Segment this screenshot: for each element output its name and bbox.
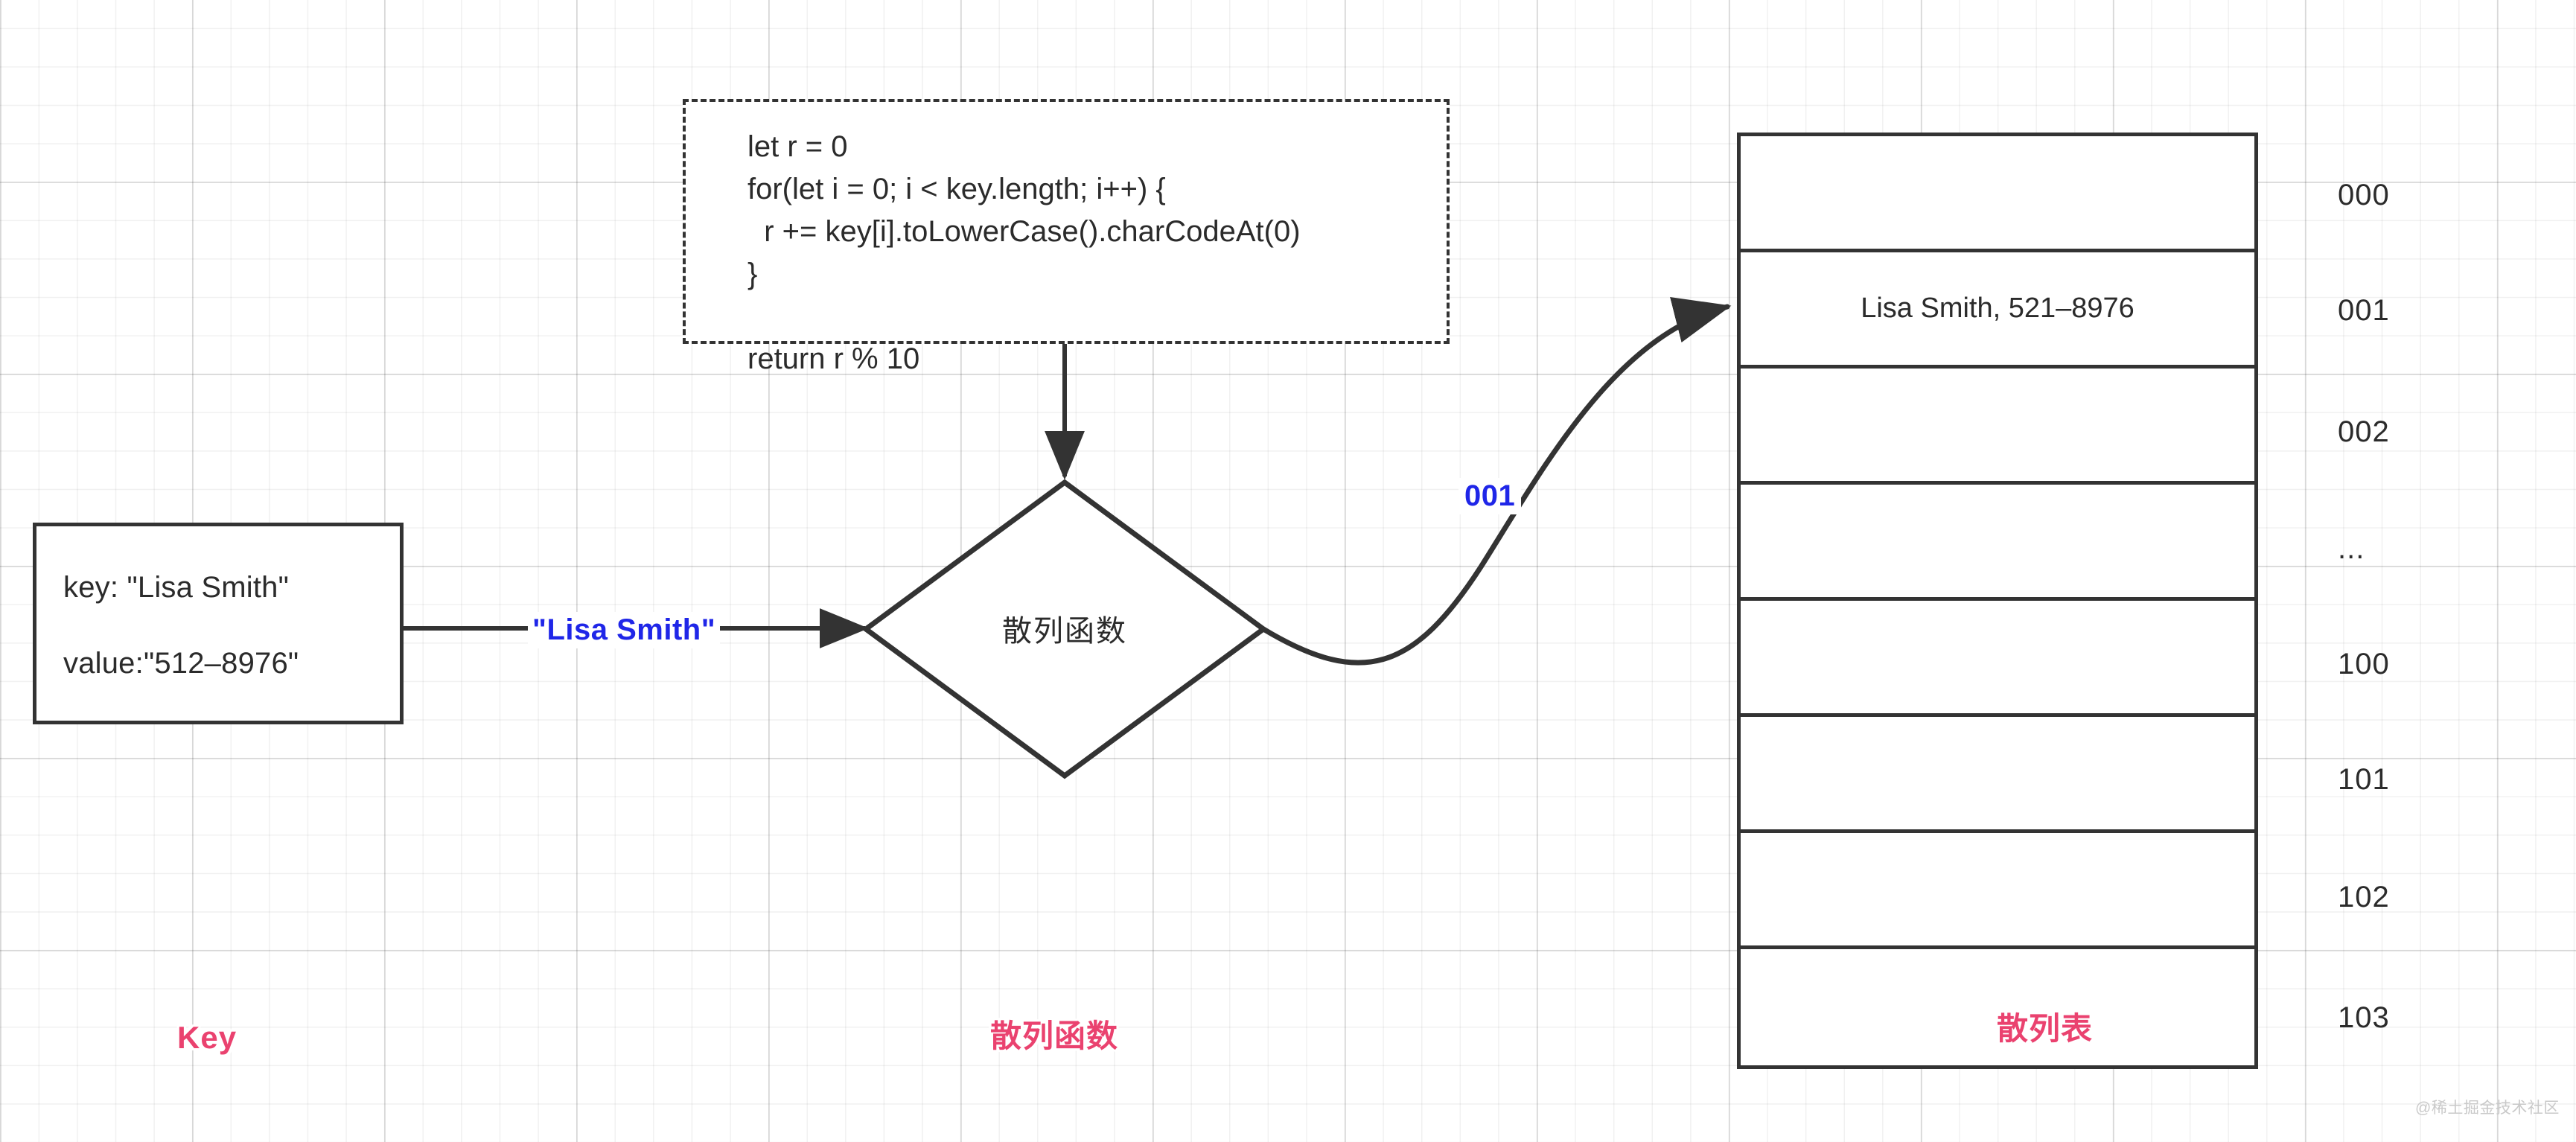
caption-hash-function: 散列函数: [990, 1018, 1119, 1053]
table-row: [1741, 485, 2254, 601]
table-index-label: 103: [2338, 1001, 2390, 1034]
table-row: Lisa Smith, 521–8976: [1741, 252, 2254, 369]
table-index-label: 001: [2338, 294, 2390, 327]
table-index-label: 000: [2338, 179, 2390, 211]
key-value-box: key: "Lisa Smith" value:"512–8976": [33, 523, 404, 724]
table-row: [1741, 833, 2254, 949]
caption-key: Key: [177, 1020, 237, 1055]
table-row: [1741, 717, 2254, 833]
hash-function-node-label: 散列函数: [1002, 615, 1127, 648]
hash-function-code-text: let r = 0 for(let i = 0; i < key.length;…: [747, 130, 1301, 375]
table-cell-value: Lisa Smith, 521–8976: [1861, 293, 2135, 324]
value-field-text: value:"512–8976": [63, 647, 299, 680]
table-index-label: 100: [2338, 648, 2390, 680]
key-field-text: key: "Lisa Smith": [63, 571, 290, 604]
edge-label-hash-to-table: 001: [1458, 478, 1522, 514]
caption-hash-table: 散列表: [1997, 1011, 2094, 1046]
hash-function-code-box: let r = 0 for(let i = 0; i < key.length;…: [683, 99, 1450, 375]
table-row: [1741, 369, 2254, 485]
table-index-label: 101: [2338, 763, 2390, 796]
table-index-label: 002: [2338, 415, 2390, 448]
hash-table: Lisa Smith, 521–8976: [1737, 133, 2258, 1069]
table-index-label: ...: [2338, 532, 2365, 565]
watermark: @稀土掘金技术社区: [2415, 1100, 2560, 1117]
table-row: [1741, 136, 2254, 252]
edge-label-key-to-hash: "Lisa Smith": [528, 612, 721, 648]
table-row: [1741, 601, 2254, 717]
table-index-label: 102: [2338, 881, 2390, 913]
